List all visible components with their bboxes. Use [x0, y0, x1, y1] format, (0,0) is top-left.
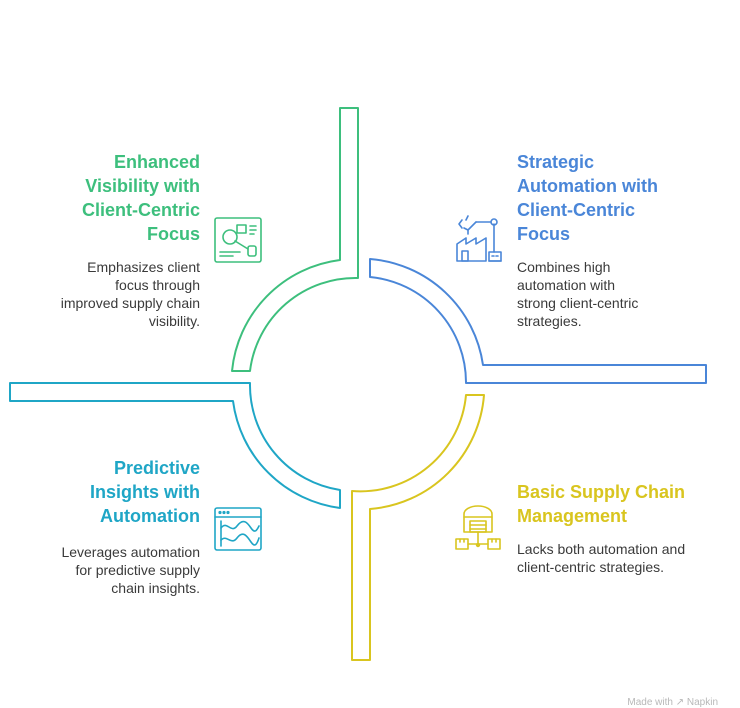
robotic-factory-icon	[456, 215, 502, 262]
analytics-window-icon	[214, 507, 262, 551]
top-right-title: Strategic Automation with Client-Centric…	[517, 152, 658, 244]
top-right-description: Combines high automation with strong cli…	[517, 259, 639, 329]
bottom-left-description: Leverages automation for predictive supp…	[61, 544, 200, 596]
warehouse-network-icon	[455, 505, 501, 550]
blue-quadrant-shape	[369, 258, 707, 384]
made-with-napkin-footer[interactable]: Made with ↗ Napkin	[627, 697, 718, 708]
green-quadrant-shape	[231, 107, 359, 372]
top-left-title: Enhanced Visibility with Client-Centric …	[81, 152, 200, 244]
bottom-right-description: Lacks both automation and client-centric…	[517, 541, 686, 575]
yellow-quadrant-shape	[351, 394, 485, 661]
top-left-description: Emphasizes client focus through improved…	[60, 259, 200, 329]
bottom-right-title: Basic Supply Chain Management	[517, 482, 686, 526]
teal-quadrant-shape	[9, 382, 341, 509]
dashboard-icon	[214, 217, 262, 263]
bottom-left-title: Predictive Insights with Automation	[90, 458, 200, 526]
